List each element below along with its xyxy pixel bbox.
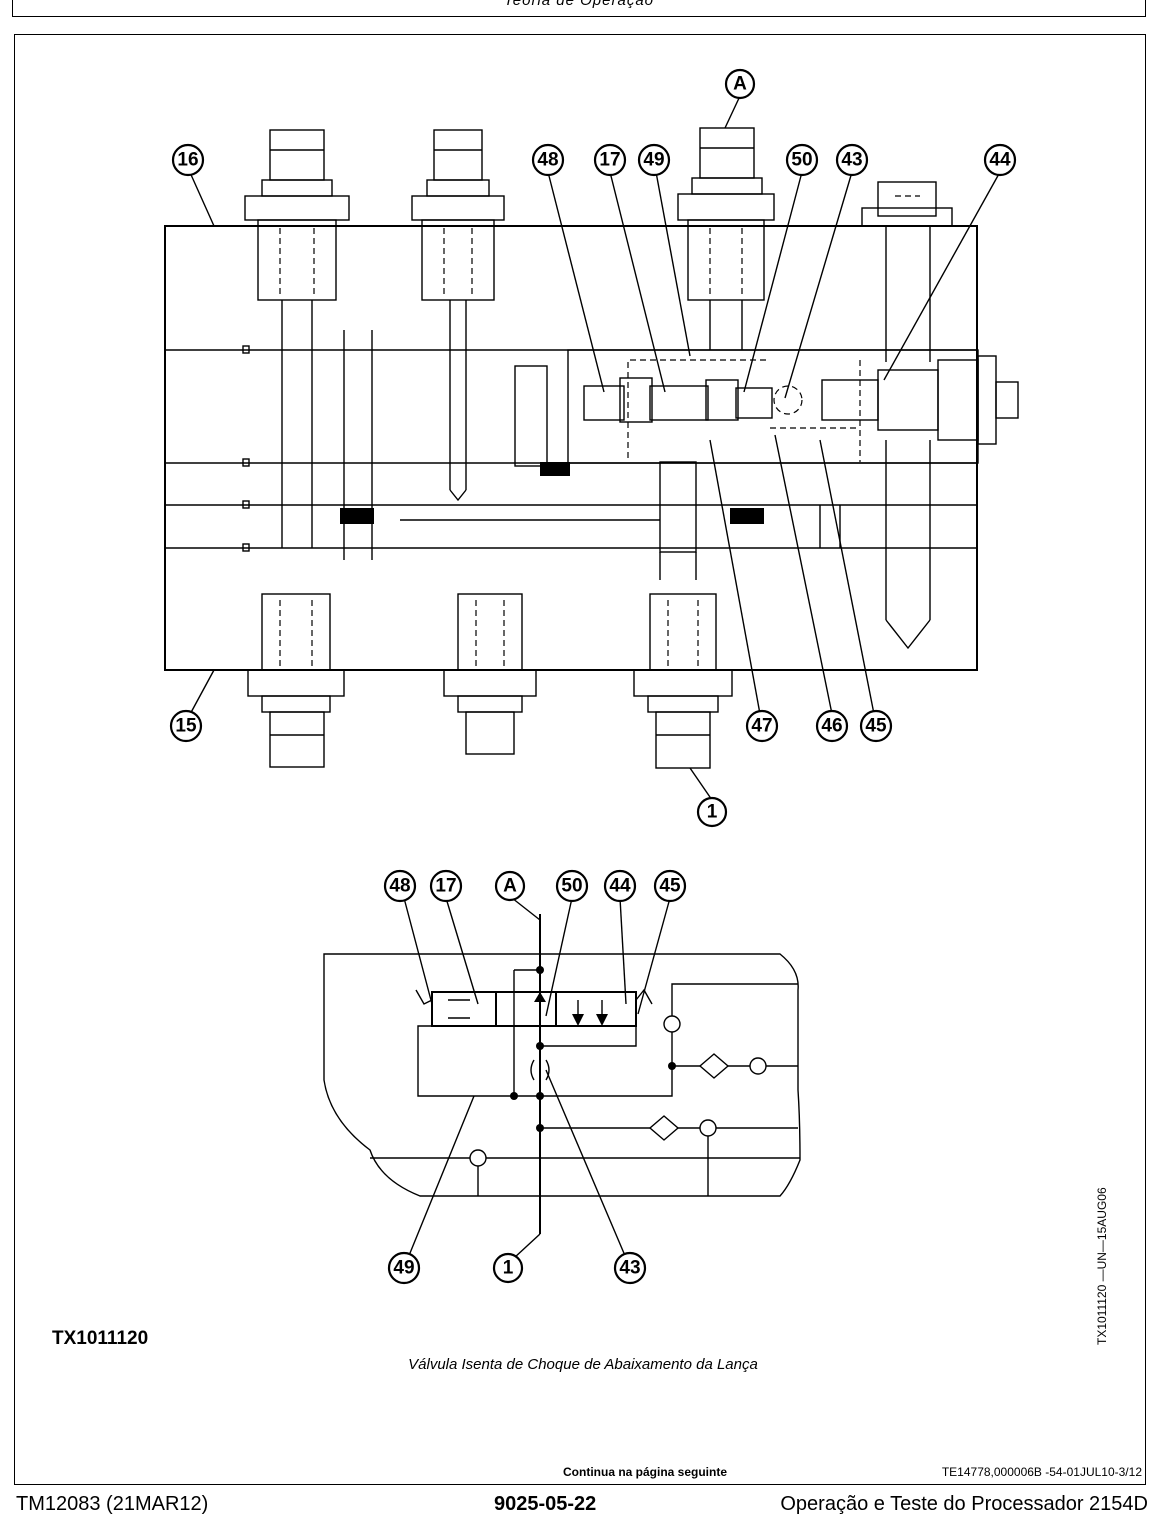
valve-body-section xyxy=(164,95,1019,801)
svg-text:49: 49 xyxy=(643,150,664,171)
svg-text:45: 45 xyxy=(865,716,887,737)
callout-top-15: 15 xyxy=(169,709,203,743)
top-plug-right xyxy=(861,181,953,650)
callout-top-16: 16 xyxy=(171,143,205,177)
svg-text:A: A xyxy=(503,876,517,897)
svg-text:48: 48 xyxy=(537,150,558,171)
footer-manual: TM12083 (21MAR12) xyxy=(16,1493,209,1515)
callout-top-1: 1 xyxy=(696,796,728,828)
svg-text:17: 17 xyxy=(599,150,620,171)
callout-top-44: 44 xyxy=(983,143,1017,177)
callout-top-50: 50 xyxy=(785,143,819,177)
svg-text:47: 47 xyxy=(751,716,772,737)
callout-top-48: 48 xyxy=(531,143,565,177)
callout-top-49: 49 xyxy=(637,143,671,177)
page-header-title: Teoria de Operação xyxy=(503,0,655,9)
hydraulic-schematic xyxy=(323,897,801,1259)
svg-text:50: 50 xyxy=(561,876,582,897)
figure-frame xyxy=(14,34,1146,1485)
reference-code: TE14778,000006B -54-01JUL10-3/12 xyxy=(941,1465,1142,1479)
footer-page-number: 9025-05-22 xyxy=(494,1493,597,1515)
top-fitting-right xyxy=(677,127,775,350)
svg-text:43: 43 xyxy=(841,150,862,171)
figure-caption: Válvula Isenta de Choque de Abaixamento … xyxy=(408,1356,758,1373)
top-fitting-center xyxy=(411,129,505,502)
footer-section: Operação e Teste do Processador 2154D xyxy=(780,1493,1148,1515)
internal-passages xyxy=(340,330,841,580)
callout-top-47: 47 xyxy=(745,709,779,743)
bottom-fitting-center xyxy=(443,593,537,755)
figure-side-code: TX1011120 —UN—15AUG06 xyxy=(1095,1187,1109,1345)
svg-text:49: 49 xyxy=(393,1258,414,1279)
bottom-fitting-right xyxy=(633,593,733,769)
callout-top-46: 46 xyxy=(815,709,849,743)
top-fitting-left xyxy=(244,129,350,548)
callout-schematic-49: 49 xyxy=(387,1251,421,1285)
callout-top-17: 17 xyxy=(593,143,627,177)
svg-text:50: 50 xyxy=(791,150,812,171)
callout-schematic-1: 1 xyxy=(492,1252,524,1284)
callout-schematic-48: 48 xyxy=(383,869,417,903)
callout-schematic-43: 43 xyxy=(613,1251,647,1285)
svg-text:16: 16 xyxy=(177,150,198,171)
svg-text:15: 15 xyxy=(175,716,197,737)
callout-schematic-44: 44 xyxy=(603,869,637,903)
svg-text:A: A xyxy=(733,74,747,95)
callout-top-45: 45 xyxy=(859,709,893,743)
svg-text:17: 17 xyxy=(435,876,456,897)
header-box: Teoria de Operação xyxy=(12,0,1146,17)
bottom-fitting-left xyxy=(247,593,345,768)
svg-text:44: 44 xyxy=(989,150,1011,171)
callout-schematic-50: 50 xyxy=(555,869,589,903)
callout-schematic-17: 17 xyxy=(429,869,463,903)
svg-text:1: 1 xyxy=(707,802,718,823)
svg-text:45: 45 xyxy=(659,876,681,897)
continue-note: Continua na página seguinte xyxy=(563,1465,728,1479)
callout-top-43: 43 xyxy=(835,143,869,177)
callout-schematic-A: A xyxy=(494,870,526,902)
callout-top-A: A xyxy=(724,68,756,100)
svg-text:43: 43 xyxy=(619,1258,640,1279)
figure-code: TX1011120 xyxy=(52,1328,149,1349)
spool-assembly xyxy=(567,349,1019,464)
svg-text:44: 44 xyxy=(609,876,631,897)
leader-lines xyxy=(187,95,1001,801)
callout-schematic-45: 45 xyxy=(653,869,687,903)
svg-text:46: 46 xyxy=(821,716,842,737)
svg-text:48: 48 xyxy=(389,876,410,897)
svg-text:1: 1 xyxy=(503,1258,514,1279)
